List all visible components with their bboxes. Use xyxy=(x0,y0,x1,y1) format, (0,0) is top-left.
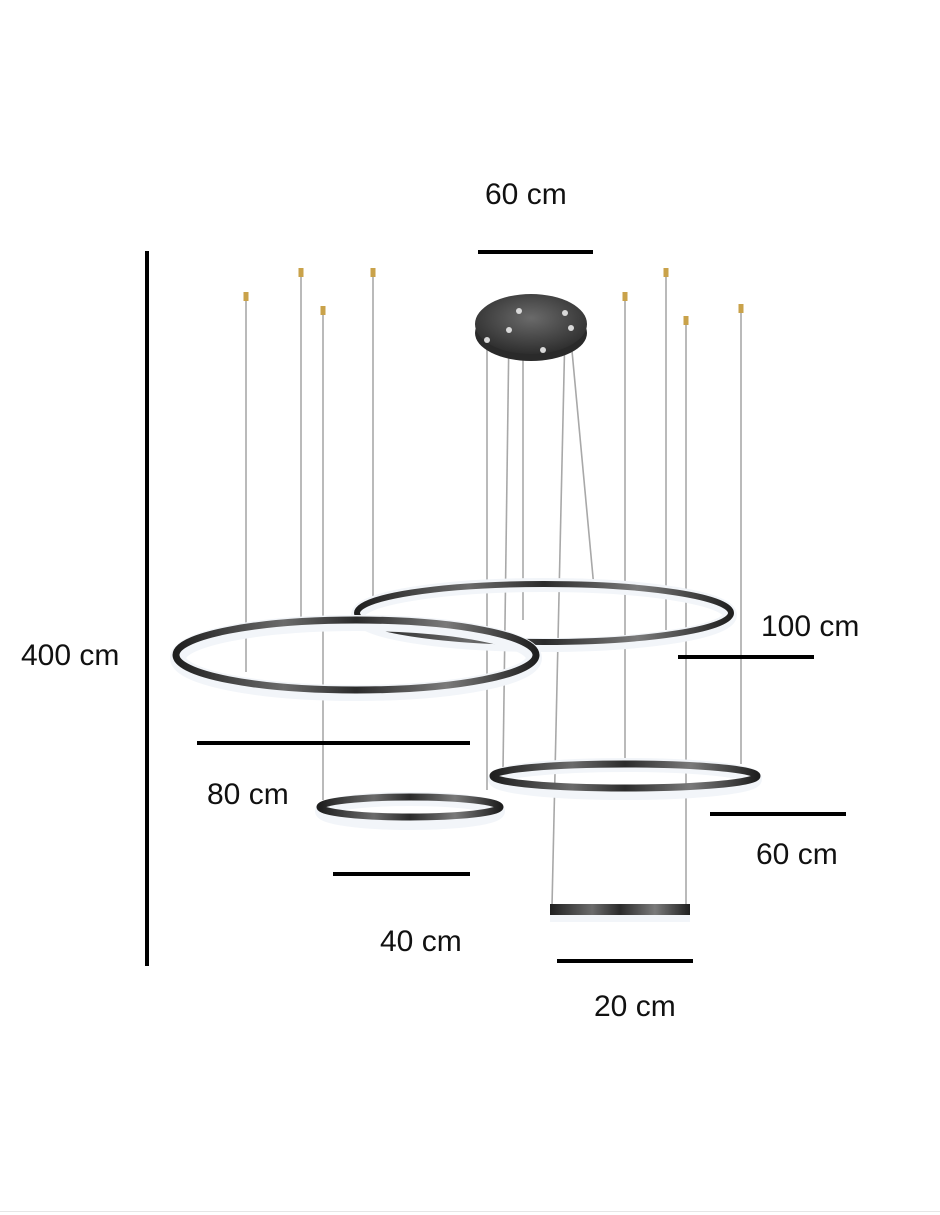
height-label: 400 cm xyxy=(21,639,120,672)
anchor xyxy=(370,268,376,277)
anchor xyxy=(738,304,744,313)
wire xyxy=(502,329,510,771)
bottom-divider xyxy=(0,1211,940,1212)
ring-100cm xyxy=(351,578,737,652)
ring-40-label: 40 cm xyxy=(380,925,462,958)
ring-60-dimension-line xyxy=(710,812,846,816)
anchor xyxy=(298,268,304,277)
ring-60-label: 60 cm xyxy=(756,838,838,871)
anchor xyxy=(663,268,669,277)
anchor xyxy=(320,306,326,315)
suspension-wires xyxy=(245,274,742,907)
ring-40-dimension-line xyxy=(333,872,470,876)
ring-80-label: 80 cm xyxy=(207,778,289,811)
ceiling-canopy xyxy=(475,294,587,361)
anchor xyxy=(243,292,249,301)
wire xyxy=(551,329,566,907)
ring-80cm xyxy=(170,615,542,701)
height-dimension-line xyxy=(145,251,149,966)
anchor xyxy=(622,292,628,301)
ring-80-dimension-line xyxy=(197,741,470,745)
canopy-dimension-line xyxy=(478,250,593,254)
ring-20-dimension-line xyxy=(557,959,693,963)
anchor xyxy=(683,316,689,325)
ring-100-label: 100 cm xyxy=(761,610,860,643)
ring-60cm xyxy=(488,758,762,800)
ceiling-anchors xyxy=(243,268,744,325)
canopy-label: 60 cm xyxy=(485,178,567,211)
wire xyxy=(570,339,595,589)
ring-100-dimension-line xyxy=(678,655,814,659)
ring-40cm xyxy=(315,792,505,830)
ring-20cm xyxy=(550,904,690,922)
ring-20-label: 20 cm xyxy=(594,990,676,1023)
